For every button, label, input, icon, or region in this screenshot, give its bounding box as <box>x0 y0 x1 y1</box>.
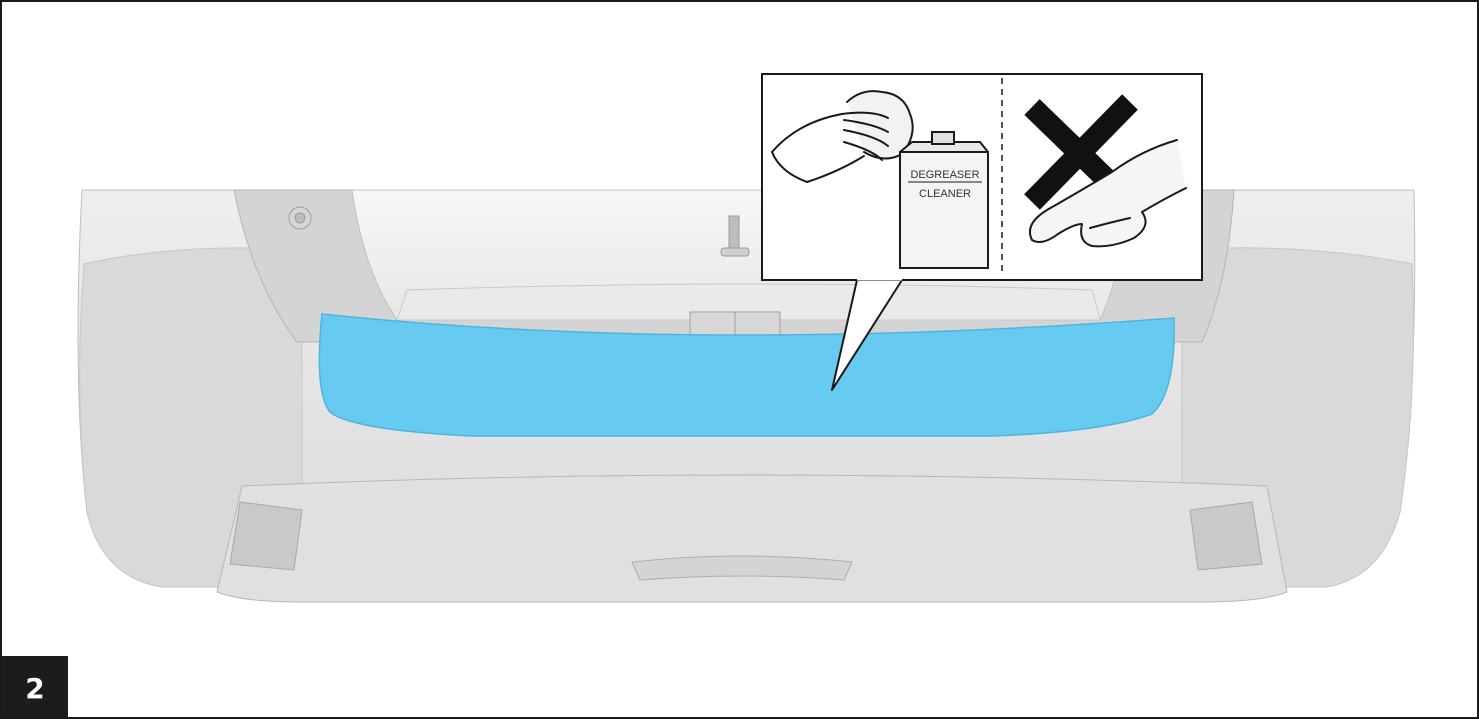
left-reflector <box>230 502 302 570</box>
tow-hook-cover <box>632 556 852 580</box>
trunk-striker <box>729 216 739 250</box>
step-number-badge: 2 <box>2 656 68 719</box>
degreaser-can-icon: DEGREASER CLEANER <box>900 132 988 268</box>
can-label-bottom: CLEANER <box>919 188 971 200</box>
can-label-top: DEGREASER <box>910 169 979 181</box>
right-reflector <box>1190 502 1262 570</box>
lower-diffuser <box>217 475 1287 602</box>
